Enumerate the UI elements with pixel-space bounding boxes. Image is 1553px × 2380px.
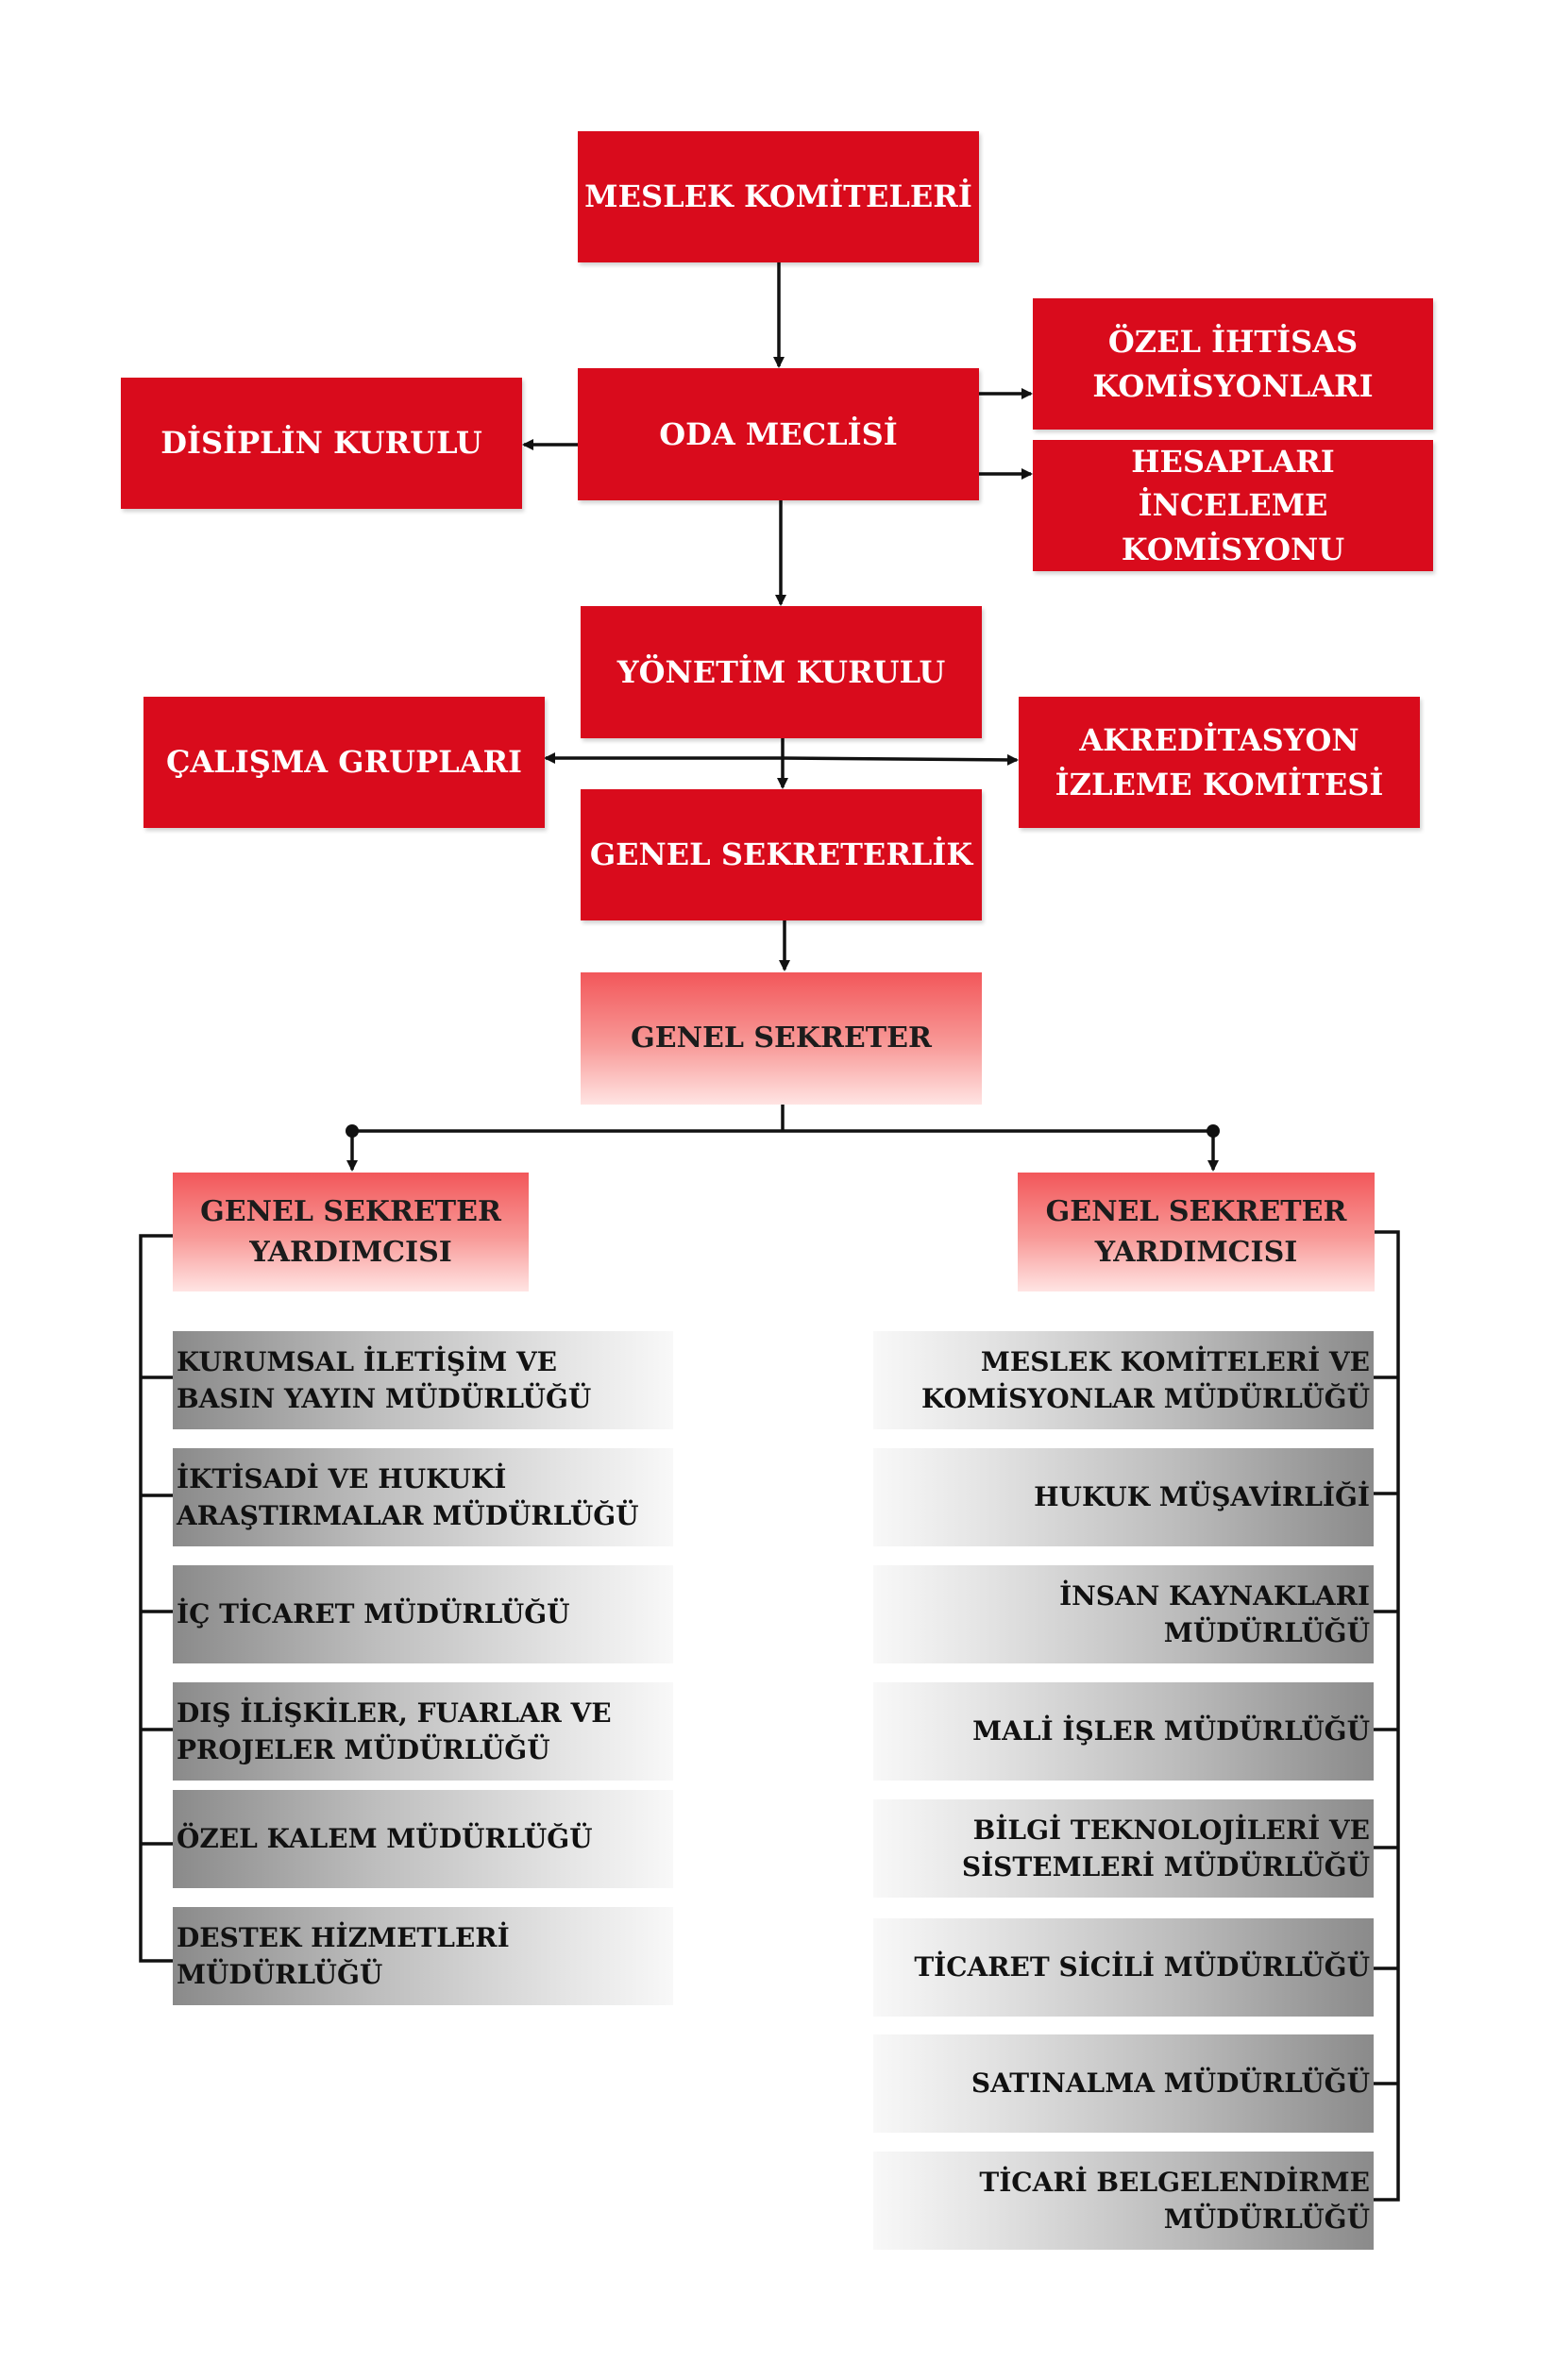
akreditasyon-label: AKREDİTASYON İZLEME KOMİTESİ: [1055, 722, 1384, 802]
arrow-to-akreditasyon: [782, 753, 1019, 766]
left-unit-label: ÖZEL KALEM MÜDÜRLÜĞÜ: [177, 1823, 593, 1855]
right-unit: BİLGİ TEKNOLOJİLERİ VE SİSTEMLERİ MÜDÜRL…: [873, 1799, 1374, 1898]
right-bracket: [1374, 1230, 1400, 2202]
right-unit-label: TİCARİ BELGELENDİRME MÜDÜRLÜĞÜ: [979, 2166, 1370, 2235]
right-deputy-box: GENEL SEKRETER YARDIMCISI: [1018, 1173, 1375, 1291]
right-unit-label: BİLGİ TEKNOLOJİLERİ VE SİSTEMLERİ MÜDÜRL…: [961, 1814, 1370, 1882]
meslek-komiteleri-label: MESLEK KOMİTELERİ: [584, 178, 972, 215]
genel-sekreter-box: GENEL SEKRETER: [581, 972, 982, 1105]
right-unit: İNSAN KAYNAKLARI MÜDÜRLÜĞÜ: [873, 1565, 1374, 1663]
genel-sekreterlik-label: GENEL SEKRETERLİK: [589, 836, 973, 873]
right-unit-label: MALİ İŞLER MÜDÜRLÜĞÜ: [972, 1715, 1370, 1747]
calisma-gruplari-label: ÇALIŞMA GRUPLARI: [165, 744, 523, 781]
yonetim-kurulu-label: YÖNETİM KURULU: [616, 653, 946, 690]
right-unit: MESLEK KOMİTELERİ VE KOMİSYONLAR MÜDÜRLÜ…: [873, 1331, 1374, 1429]
genel-sekreterlik-box: GENEL SEKRETERLİK: [581, 789, 982, 920]
left-unit: ÖZEL KALEM MÜDÜRLÜĞÜ: [173, 1790, 673, 1888]
left-unit: İÇ TİCARET MÜDÜRLÜĞÜ: [173, 1565, 673, 1663]
oda-meclisi-box: ODA MECLİSİ: [578, 368, 979, 500]
left-unit: DIŞ İLİŞKİLER, FUARLAR VE PROJELER MÜDÜR…: [173, 1682, 673, 1781]
disiplin-kurulu-box: DİSİPLİN KURULU: [121, 378, 522, 509]
right-unit-label: HUKUK MÜŞAVİRLİĞİ: [1034, 1481, 1370, 1513]
left-unit-label: KURUMSAL İLETİŞİM VE BASIN YAYIN MÜDÜRLÜ…: [177, 1345, 592, 1414]
ozel-ihtisas-label: ÖZEL İHTİSAS KOMİSYONLARI: [1092, 324, 1374, 404]
calisma-gruplari-box: ÇALIŞMA GRUPLARI: [143, 697, 545, 828]
left-deputy-box: GENEL SEKRETER YARDIMCISI: [173, 1173, 529, 1291]
akreditasyon-box: AKREDİTASYON İZLEME KOMİTESİ: [1019, 697, 1420, 828]
right-unit: TİCARİ BELGELENDİRME MÜDÜRLÜĞÜ: [873, 2152, 1374, 2250]
hesaplari-inceleme-label: HESAPLARI İNCELEME KOMİSYONU: [1121, 443, 1345, 567]
right-deputy-label: GENEL SEKRETER YARDIMCISI: [1045, 1194, 1347, 1270]
left-unit: DESTEK HİZMETLERİ MÜDÜRLÜĞÜ: [173, 1907, 673, 2005]
right-unit-label: SATINALMA MÜDÜRLÜĞÜ: [971, 2068, 1370, 2100]
right-unit-label: İNSAN KAYNAKLARI MÜDÜRLÜĞÜ: [1059, 1579, 1370, 1648]
oda-meclisi-label: ODA MECLİSİ: [659, 415, 898, 452]
junction-dot-left: [346, 1124, 359, 1138]
left-unit-label: DIŞ İLİŞKİLER, FUARLAR VE PROJELER MÜDÜR…: [177, 1696, 612, 1765]
left-unit: KURUMSAL İLETİŞİM VE BASIN YAYIN MÜDÜRLÜ…: [173, 1331, 673, 1429]
yonetim-kurulu-box: YÖNETİM KURULU: [581, 606, 982, 738]
right-unit-label: MESLEK KOMİTELERİ VE KOMİSYONLAR MÜDÜRLÜ…: [921, 1345, 1370, 1414]
hesaplari-inceleme-box: HESAPLARI İNCELEME KOMİSYONU: [1033, 440, 1433, 571]
right-unit: TİCARET SİCİLİ MÜDÜRLÜĞÜ: [873, 1918, 1374, 2017]
left-unit-label: DESTEK HİZMETLERİ MÜDÜRLÜĞÜ: [177, 1921, 510, 1990]
right-unit: HUKUK MÜŞAVİRLİĞİ: [873, 1448, 1374, 1546]
left-bracket: [139, 1234, 173, 1963]
right-unit: SATINALMA MÜDÜRLÜĞÜ: [873, 2034, 1374, 2133]
ozel-ihtisas-box: ÖZEL İHTİSAS KOMİSYONLARI: [1033, 298, 1433, 430]
left-unit: İKTİSADİ VE HUKUKİ ARAŞTIRMALAR MÜDÜRLÜĞ…: [173, 1448, 673, 1546]
left-unit-label: İÇ TİCARET MÜDÜRLÜĞÜ: [177, 1598, 570, 1630]
meslek-komiteleri-box: MESLEK KOMİTELERİ: [578, 131, 979, 262]
genel-sekreter-label: GENEL SEKRETER: [631, 1021, 932, 1055]
junction-dot-right: [1207, 1124, 1220, 1138]
disiplin-kurulu-label: DİSİPLİN KURULU: [160, 425, 482, 462]
right-unit: MALİ İŞLER MÜDÜRLÜĞÜ: [873, 1682, 1374, 1781]
left-unit-label: İKTİSADİ VE HUKUKİ ARAŞTIRMALAR MÜDÜRLÜĞ…: [177, 1462, 639, 1531]
right-unit-label: TİCARET SİCİLİ MÜDÜRLÜĞÜ: [914, 1951, 1370, 1983]
left-deputy-label: GENEL SEKRETER YARDIMCISI: [200, 1194, 501, 1270]
